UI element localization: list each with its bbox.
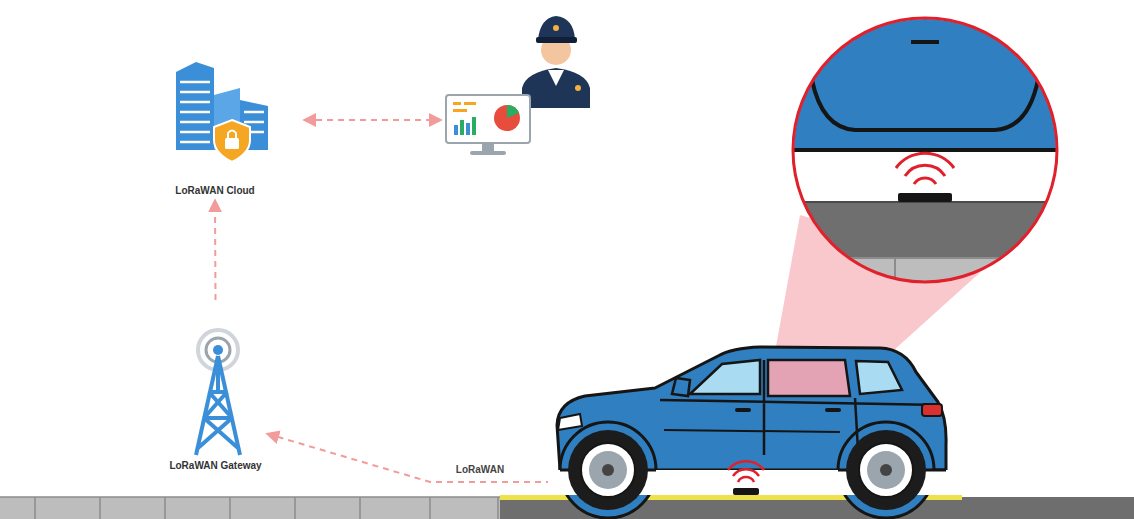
parking-sensor [728,461,764,495]
node-label: LoRaWAN Cloud [175,185,254,197]
icon-node: LoRaWAN Gateway [158,300,273,472]
gateway-tower-icon [196,330,240,455]
car-illustration [548,347,958,518]
magnifier-lens [780,0,1080,302]
data-flow-arrow [305,119,440,121]
monitor-icon [446,95,530,155]
officer-icon [522,16,590,108]
data-flow-arrow [214,201,217,300]
cloud-building-icon [176,62,268,162]
icon-node: LoRaWAN Cloud [150,52,280,197]
node-label: LoRaWAN Gateway [169,460,261,472]
link-label: LoRaWAN [440,464,520,475]
road [0,495,1134,519]
